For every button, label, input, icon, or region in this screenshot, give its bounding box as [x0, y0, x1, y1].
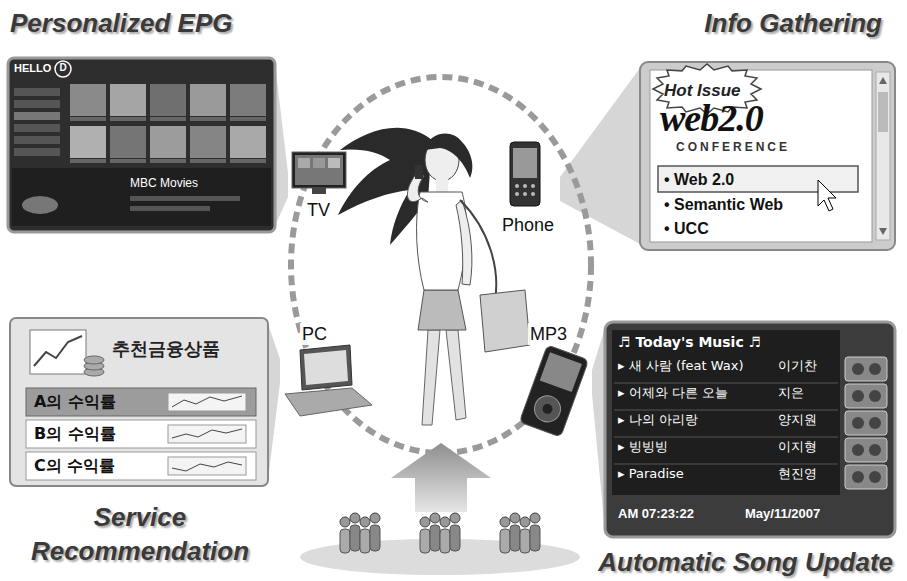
- song-title: ▸ 어제와 다른 오늘: [618, 385, 773, 401]
- device-label: TV: [305, 199, 332, 221]
- song-title: ▸ Paradise: [618, 466, 773, 482]
- topic-item: • UCC: [664, 219, 854, 238]
- song-artist: 이지형: [778, 439, 838, 455]
- logo-mark: D: [56, 62, 70, 74]
- song-artist: 양지원: [778, 412, 838, 428]
- screen-heading: 추천금융상품: [112, 338, 262, 360]
- topic-item: • Web 2.0: [664, 170, 854, 189]
- crowd-arrow: [300, 443, 580, 575]
- service-screen-art: [10, 318, 268, 486]
- logo-text: HELLO: [14, 62, 54, 75]
- product-row: B의 수익률: [34, 424, 159, 443]
- phone-device: Phone: [496, 138, 560, 240]
- web-logo: web2.0: [660, 99, 860, 137]
- panel-title: Service Recommendation: [20, 500, 260, 568]
- clock-time: AM 07:23:22: [618, 506, 733, 522]
- tv-device: TV: [288, 148, 350, 222]
- product-row: C의 수익률: [34, 456, 159, 475]
- playlist-heading: ♬ Today's Music ♬: [618, 334, 828, 351]
- service-screen: Service Recommendation추천금융상품A의 수익률B의 수익률…: [10, 318, 268, 486]
- info-screen: Info GatheringHot Issueweb2.0CONFERENCE•…: [640, 62, 895, 250]
- song-artist: 이기찬: [778, 358, 838, 374]
- info-screen-art: [640, 62, 895, 250]
- tv-icon: [292, 152, 346, 194]
- epg-screen: Personalized EPGHELLODMBC Movies: [8, 58, 275, 232]
- panel-title: Personalized EPG: [10, 6, 310, 40]
- song-artist: 지은: [778, 385, 838, 401]
- mp3-icon: [519, 345, 588, 437]
- light-beam: [560, 68, 640, 244]
- song-title: ▸ 빙빙빙: [618, 439, 773, 455]
- channel-name: MBC Movies: [130, 176, 250, 190]
- mp3-device: MP3: [522, 322, 592, 442]
- logo-subtitle: CONFERENCE: [676, 140, 856, 154]
- device-label: PC: [300, 323, 329, 345]
- panel-title: Info Gathering: [620, 6, 882, 40]
- light-beam: [268, 324, 280, 480]
- pc-device: PC: [280, 322, 375, 420]
- song-screen: Automatic Song Update♬ Today's Music ♬▸ …: [605, 322, 895, 537]
- light-beam: [592, 328, 605, 531]
- device-label: MP3: [528, 323, 569, 345]
- light-beam: [275, 64, 288, 226]
- laptop-icon: [285, 345, 372, 416]
- epg-screen-art: [8, 58, 275, 232]
- phone-icon: [510, 142, 540, 206]
- device-label: Phone: [500, 214, 556, 236]
- date: May/11/2007: [745, 506, 860, 522]
- song-title: ▸ 나의 아리랑: [618, 412, 773, 428]
- panel-title: Automatic Song Update: [575, 545, 893, 579]
- topic-item: • Semantic Web: [664, 195, 854, 214]
- song-artist: 현진영: [778, 466, 838, 482]
- woman-figure: [338, 128, 530, 425]
- song-title: ▸ 새 사람 (feat Wax): [618, 358, 773, 374]
- product-row: A의 수익률: [34, 392, 159, 411]
- song-screen-art: [605, 322, 895, 537]
